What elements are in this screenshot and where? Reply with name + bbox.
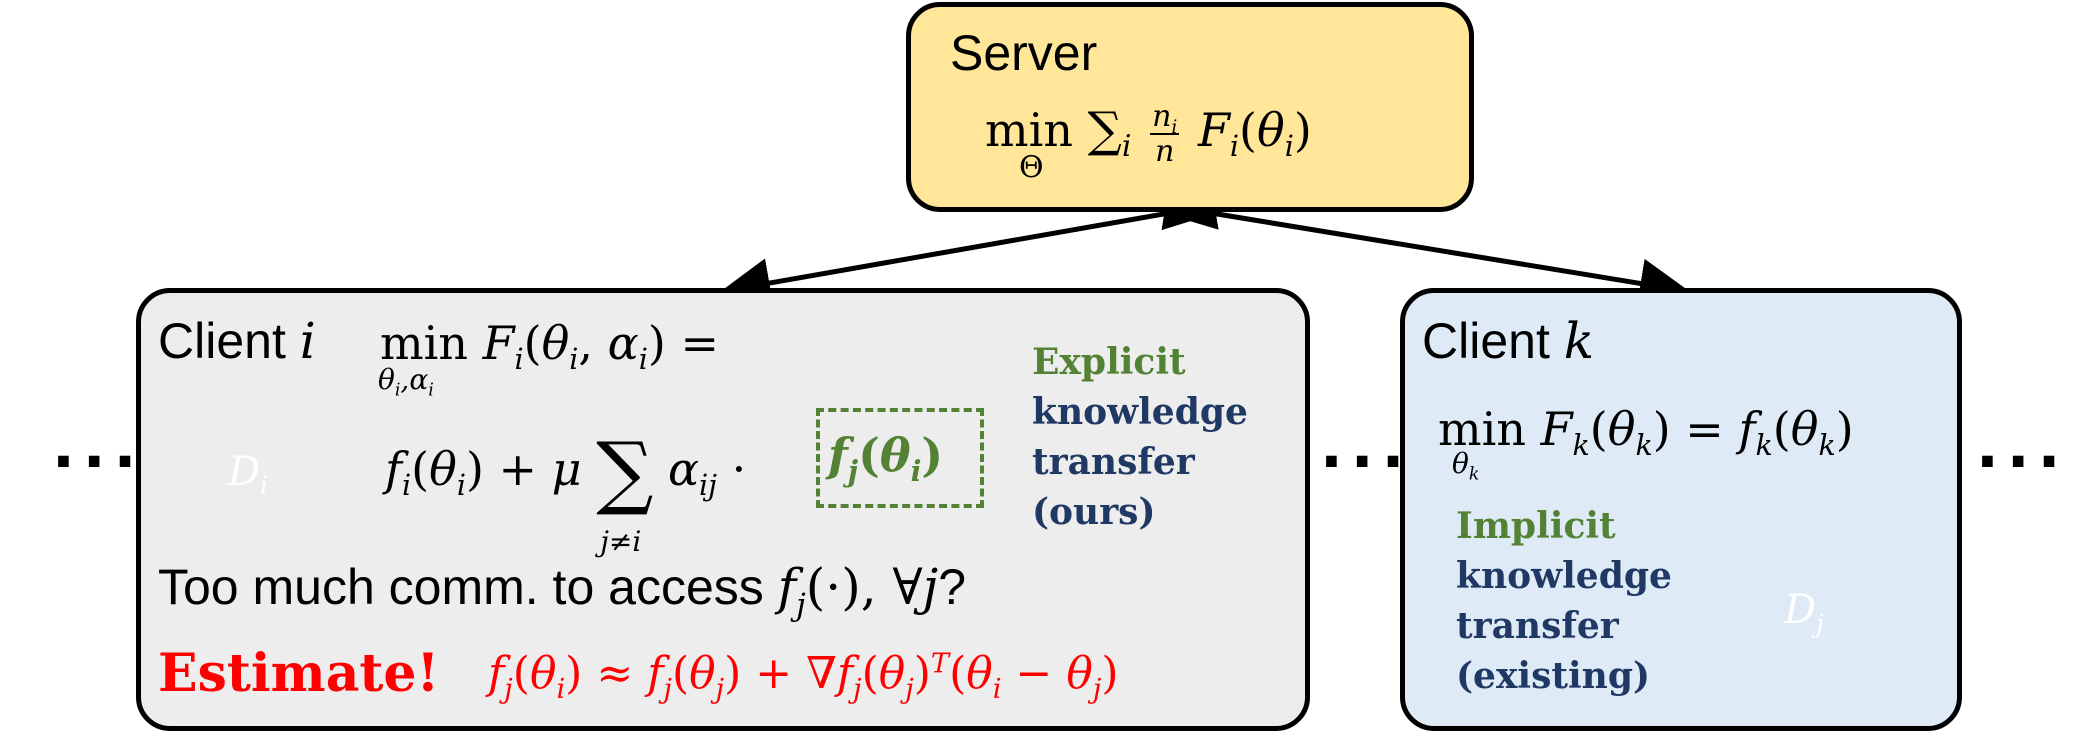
client-i-question: Too much comm. to access fj(·), ∀j? [158,558,966,623]
explicit-label-1: Explicit [1032,341,1186,383]
implicit-label-1: Implicit [1456,505,1616,547]
explicit-label-4: (ours) [1032,491,1156,533]
implicit-label-4: (existing) [1456,655,1651,697]
arrow-server-client-i [720,180,1219,308]
ellipsis-middle: ··· [1320,427,1413,497]
client-k-box [1400,288,1962,731]
client-i-box [136,288,1310,731]
client-k-title-word: Client [1422,313,1550,369]
client-i-objective-line2: fi(θi) + μ ∑j≠i αij · [385,425,747,558]
explicit-term-highlight [816,408,984,508]
explicit-label-2: knowledge [1032,391,1248,433]
client-i-dataset-label: Di [228,449,269,500]
explicit-term: fj(θi) [828,428,944,489]
client-i-title: Client i [158,316,316,366]
client-k-title-var: k [1563,312,1595,370]
client-k-title: Client k [1422,316,1594,366]
implicit-label-2: knowledge [1456,555,1672,597]
server-title: Server [950,25,1098,81]
estimate-label: Estimate! [158,643,440,704]
client-k-dataset-label: Dj [1784,587,1824,638]
ellipsis-left: ··· [52,427,145,497]
server-box [906,2,1474,212]
client-i-title-word: Client [158,313,286,369]
explicit-label-3: transfer [1032,441,1195,483]
client-i-title-var: i [299,312,316,370]
ellipsis-right: ··· [1976,427,2069,497]
estimate-formula: fj(θi) ≈ fj(θj) + ∇fj(θj)T(θi − θj) [488,648,1119,705]
implicit-label-3: transfer [1456,605,1619,647]
arrow-server-client-k [1161,180,1690,309]
